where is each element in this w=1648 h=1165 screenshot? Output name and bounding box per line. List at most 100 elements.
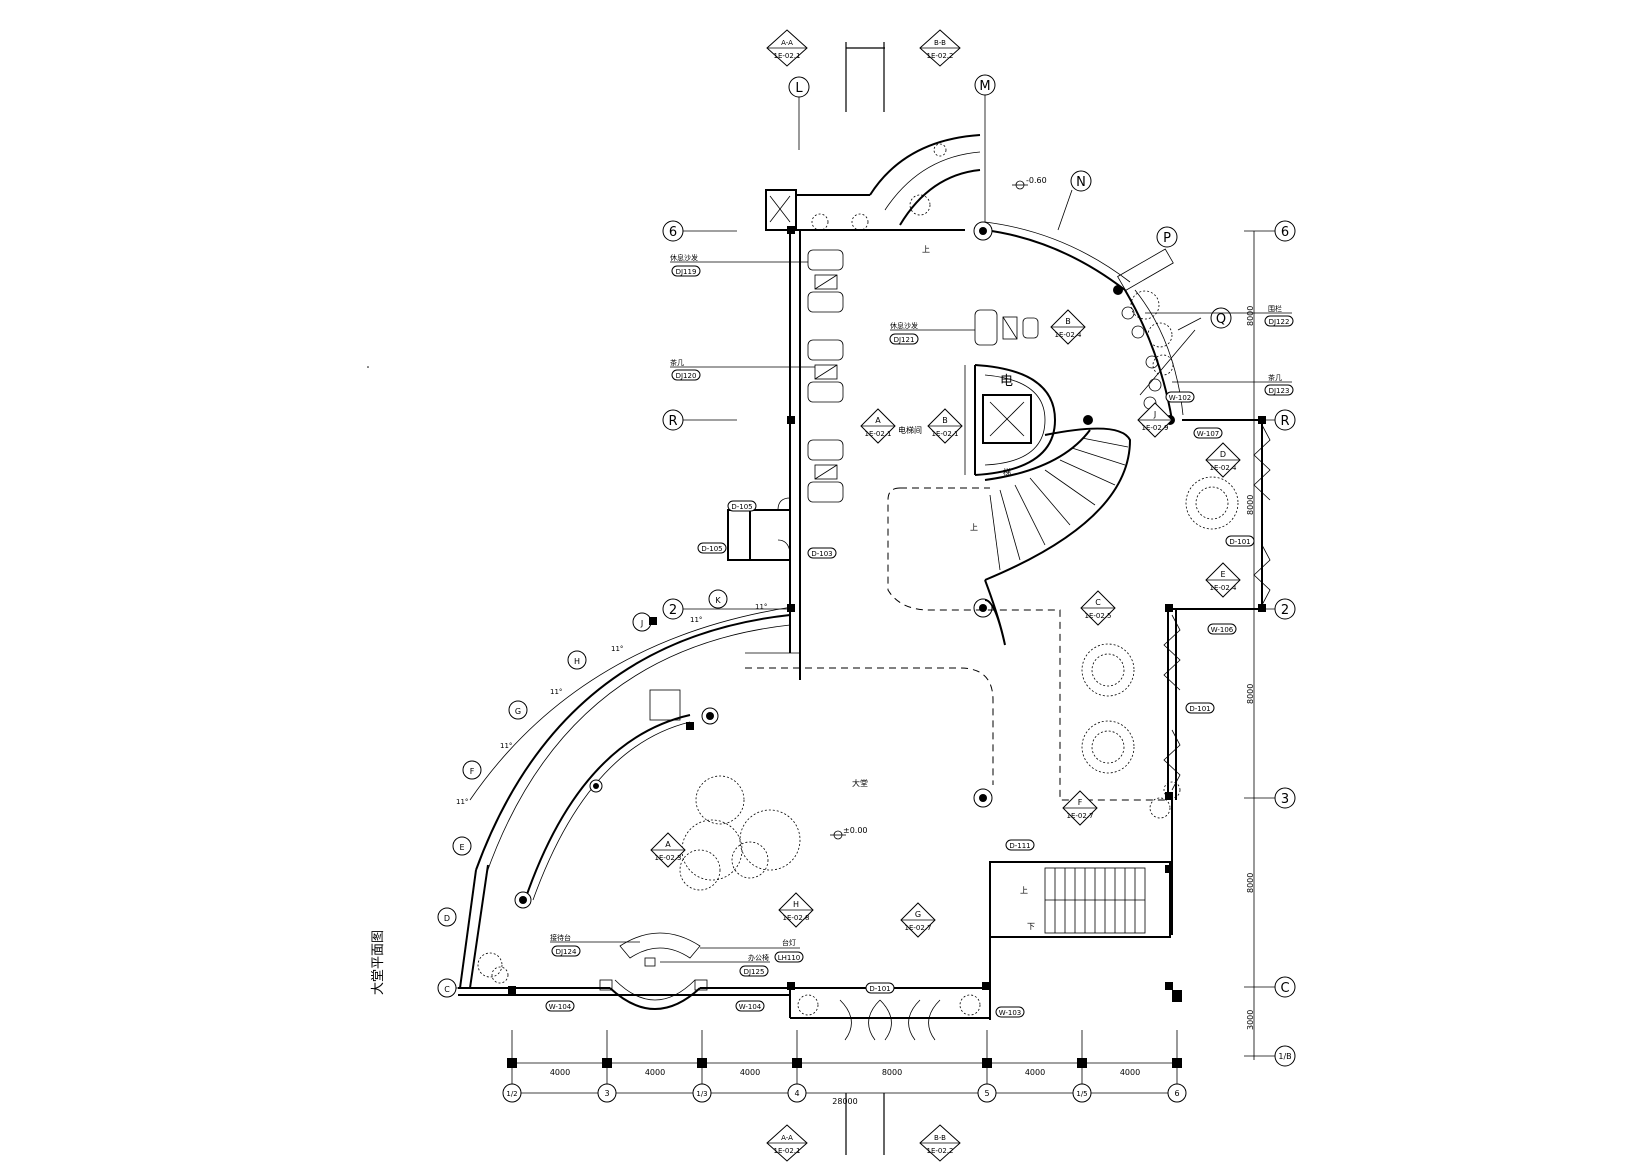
grid-bubble-Q: Q <box>1177 307 1232 331</box>
svg-text:办公椅: 办公椅 <box>748 953 769 962</box>
bottom-grid-bubbles: 1/2 3 1/3 4 5 1/5 6 <box>502 1083 1187 1103</box>
svg-text:上: 上 <box>970 523 978 532</box>
elevation-letter: G <box>915 910 921 919</box>
window-tag: W-104 <box>545 1000 575 1012</box>
door-tag: D-111 <box>1005 839 1035 851</box>
svg-text:1E-02.2: 1E-02.2 <box>927 1147 954 1155</box>
small-rooms-left <box>727 497 791 561</box>
right-grid-line <box>1244 230 1275 1060</box>
section-mark-bottom-b: B-B 1E-02.2 <box>919 1124 961 1162</box>
svg-text:1/5: 1/5 <box>1076 1090 1087 1098</box>
elevation-letter: E <box>1220 570 1225 579</box>
svg-text:C: C <box>444 985 450 994</box>
svg-text:1/2: 1/2 <box>506 1090 517 1098</box>
note-chair-125: 办公椅 DJ125 <box>660 953 770 977</box>
svg-text:休息沙发: 休息沙发 <box>670 253 698 262</box>
grid-bubble-M: M <box>974 74 996 230</box>
elevation-marker: J1E-02.9 <box>1137 402 1173 438</box>
up-label-1: 上 <box>922 245 930 254</box>
plant-clusters <box>477 143 1239 1016</box>
svg-text:台灯: 台灯 <box>782 938 796 947</box>
svg-text:L: L <box>795 81 803 96</box>
elevation-ref: 1E-02.4 <box>1210 464 1238 472</box>
elevation-marker: D1E-02.4 <box>1205 442 1241 478</box>
zigzag-window-right <box>1163 424 1271 791</box>
elevation-markers: A 1E-02.1 B1E-02.1 B 1E-02.4 J1E-02.9D1E-02.4… <box>650 309 1241 938</box>
door-tag: D-105 <box>697 542 727 554</box>
svg-text:H: H <box>574 657 580 666</box>
elevation-ref: 1E-02.1 <box>865 430 892 438</box>
svg-text:DJ121: DJ121 <box>894 336 915 344</box>
note-rail-122: 围栏 DJ122 <box>1145 304 1294 327</box>
elevation-ref: 1E-02.4 <box>1210 584 1238 592</box>
exterior-walls <box>458 134 1263 1020</box>
svg-text:B-B: B-B <box>934 1134 946 1142</box>
note-table-120: 茶几 DJ120 <box>670 358 815 381</box>
svg-text:28000: 28000 <box>832 1097 857 1106</box>
stray-dot <box>367 366 369 368</box>
svg-text:8000: 8000 <box>1246 684 1255 704</box>
svg-text:11°: 11° <box>550 688 562 696</box>
grid-bubble-left-R: R <box>662 409 737 431</box>
level-mark-lobby: ±0.00 <box>830 826 868 840</box>
drawing-title: 大堂平面图 <box>371 930 386 995</box>
note-lamp-110: 台灯 LH110 <box>700 938 804 963</box>
window-tag: D-101 <box>1225 535 1255 547</box>
svg-text:4000: 4000 <box>645 1068 665 1077</box>
svg-text:DJ124: DJ124 <box>556 948 577 956</box>
svg-text:DJ122: DJ122 <box>1269 318 1290 326</box>
elevation-letter: B <box>1065 317 1071 326</box>
window-tag-text: W-104 <box>739 1003 762 1011</box>
svg-text:DJ123: DJ123 <box>1269 387 1290 395</box>
elevation-ref: 1E-02.7 <box>905 924 932 932</box>
svg-text:C: C <box>1280 981 1289 996</box>
svg-text:N: N <box>1076 175 1086 190</box>
elevation-ref: 1E-02.8 <box>783 914 810 922</box>
elevation-marker: A 1E-02.1 <box>860 408 896 444</box>
door-tag: D-105 <box>727 500 757 512</box>
svg-text:LH110: LH110 <box>778 954 801 962</box>
svg-text:4000: 4000 <box>740 1068 760 1077</box>
svg-text:-0.60: -0.60 <box>1026 176 1047 185</box>
door-tag: D-101 <box>865 982 895 994</box>
svg-text:R: R <box>1280 414 1289 429</box>
elevation-marker: A1E-02.3 <box>650 832 686 868</box>
window-tag-text: W-106 <box>1211 626 1234 634</box>
svg-text:1/3: 1/3 <box>696 1090 707 1098</box>
arc-angle-labels: 11° 11° 11° 11° 11° 11° <box>456 603 767 806</box>
elevation-letter: C <box>1095 598 1101 607</box>
window-tag-text: D-101 <box>1189 705 1210 713</box>
sofa-group-center <box>974 309 1039 346</box>
elevation-marker: B1E-02.1 <box>927 408 963 444</box>
svg-text:下: 下 <box>1027 922 1035 931</box>
svg-text:梯: 梯 <box>1003 467 1011 477</box>
grid-bubble-right-3: 3 <box>1274 787 1296 809</box>
svg-text:接待台: 接待台 <box>550 933 571 942</box>
section-mark-a: A-A 1E-02.1 <box>766 29 808 67</box>
svg-text:11°: 11° <box>456 798 468 806</box>
grid-bubble-left-6: 6 <box>662 220 737 242</box>
svg-text:1E-02.2: 1E-02.2 <box>927 52 954 60</box>
grid-bubble-left-2: 2 <box>662 598 790 620</box>
elevation-letter: J <box>1153 410 1156 419</box>
svg-text:1E-02.1: 1E-02.1 <box>774 1147 801 1155</box>
grid-bubble-right-C: C <box>1274 976 1296 998</box>
columns <box>508 221 1266 994</box>
elevation-letter: A <box>875 416 881 425</box>
note-sofa-119: 休息沙发 DJ119 <box>670 253 808 277</box>
window-tag-text: D-101 <box>1229 538 1250 546</box>
right-dimensions: 8000 8000 8000 8000 3000 <box>1246 306 1255 1030</box>
svg-text:8000: 8000 <box>1246 873 1255 893</box>
svg-text:8000: 8000 <box>882 1068 902 1077</box>
reception-desk <box>599 932 708 991</box>
svg-text:DJ125: DJ125 <box>744 968 765 976</box>
window-tag: W-103 <box>995 1006 1025 1018</box>
door-tag: D-103 <box>807 547 837 559</box>
svg-text:4000: 4000 <box>1120 1068 1140 1077</box>
window-tag-text: W-102 <box>1169 394 1192 402</box>
railing-top-right <box>1117 248 1196 396</box>
svg-text:M: M <box>979 79 990 94</box>
door-window-tags: D-105D-105D-103D-111D-101W-102W-107D-101… <box>545 391 1255 1018</box>
dashed-outlines <box>745 487 1168 801</box>
